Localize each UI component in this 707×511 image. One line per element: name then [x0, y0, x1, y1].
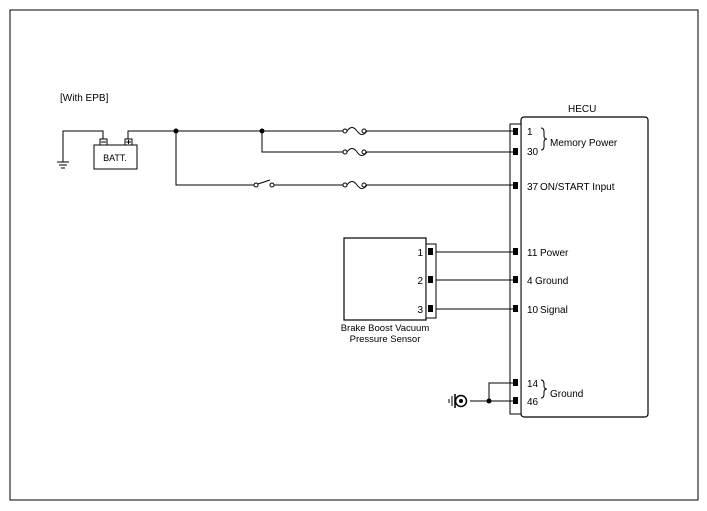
battery-body	[93, 144, 138, 170]
pin-label-signal: Signal	[540, 305, 568, 316]
fuse-icon	[342, 181, 368, 189]
hecu-pin-4	[513, 276, 518, 283]
brake-boost-vacuum-pressure-sensor: 1 2 3 Brake Boost Vacuum Pressure Sensor	[341, 237, 437, 345]
sensor-pin-number-2: 2	[417, 276, 423, 287]
ground-group-label: Ground	[550, 389, 583, 400]
hecu-module: HECU 1 30 Memory Power 37 ON/START Input…	[509, 104, 649, 418]
wire-ground-pin-14	[488, 382, 513, 401]
pin-number-1: 1	[527, 127, 533, 138]
wire-branch-memory	[261, 131, 343, 153]
pin-number-37: 37	[527, 182, 539, 193]
ground-brace	[540, 379, 548, 399]
pin-label-ground: Ground	[535, 276, 568, 287]
battery-ground-wire	[62, 130, 104, 162]
sensor-pin-2	[428, 276, 433, 283]
pin-number-11: 11	[527, 248, 538, 259]
sensor-pin-number-1: 1	[417, 248, 423, 259]
wire-branch-ignition	[175, 131, 254, 186]
pin-number-4: 4	[527, 276, 533, 287]
fuse-icon	[342, 148, 368, 156]
hecu-pin-37	[513, 182, 518, 189]
battery: BATT.	[93, 138, 138, 170]
sensor-body	[343, 237, 427, 321]
hecu-connector	[509, 123, 522, 415]
pin-number-46: 46	[527, 397, 539, 408]
battery-positive-wire	[127, 130, 345, 139]
battery-label: BATT.	[103, 153, 127, 163]
sensor-pin-1	[428, 248, 433, 255]
pin-number-10: 10	[527, 305, 539, 316]
hecu-pin-10	[513, 305, 518, 312]
memory-power-brace	[540, 127, 548, 151]
hecu-pin-14	[513, 379, 518, 386]
sensor-name-line2: Pressure Sensor	[350, 334, 421, 345]
hecu-pin-30	[513, 148, 518, 155]
pin-label-power: Power	[540, 248, 569, 259]
memory-power-label: Memory Power	[550, 138, 618, 149]
pin-number-14: 14	[527, 379, 539, 390]
battery-ground-icon	[57, 161, 69, 169]
diagram-frame	[9, 9, 699, 501]
sensor-pin-3	[428, 305, 433, 312]
ignition-switch-icon	[253, 179, 275, 188]
sensor-name-line1: Brake Boost Vacuum	[341, 323, 430, 334]
hecu-pin-1	[513, 128, 518, 135]
splice-dot	[486, 398, 492, 404]
fuse-icon	[342, 127, 368, 135]
variant-label: [With EPB]	[60, 93, 109, 104]
sensor-pin-number-3: 3	[417, 305, 423, 316]
chassis-ground-icon	[448, 394, 468, 408]
hecu-pin-11	[513, 248, 518, 255]
hecu-body	[520, 116, 649, 418]
hecu-title: HECU	[568, 104, 596, 115]
hecu-pin-46	[513, 397, 518, 404]
pin-label-on-start-input: ON/START Input	[540, 182, 615, 193]
pin-number-30: 30	[527, 147, 539, 158]
